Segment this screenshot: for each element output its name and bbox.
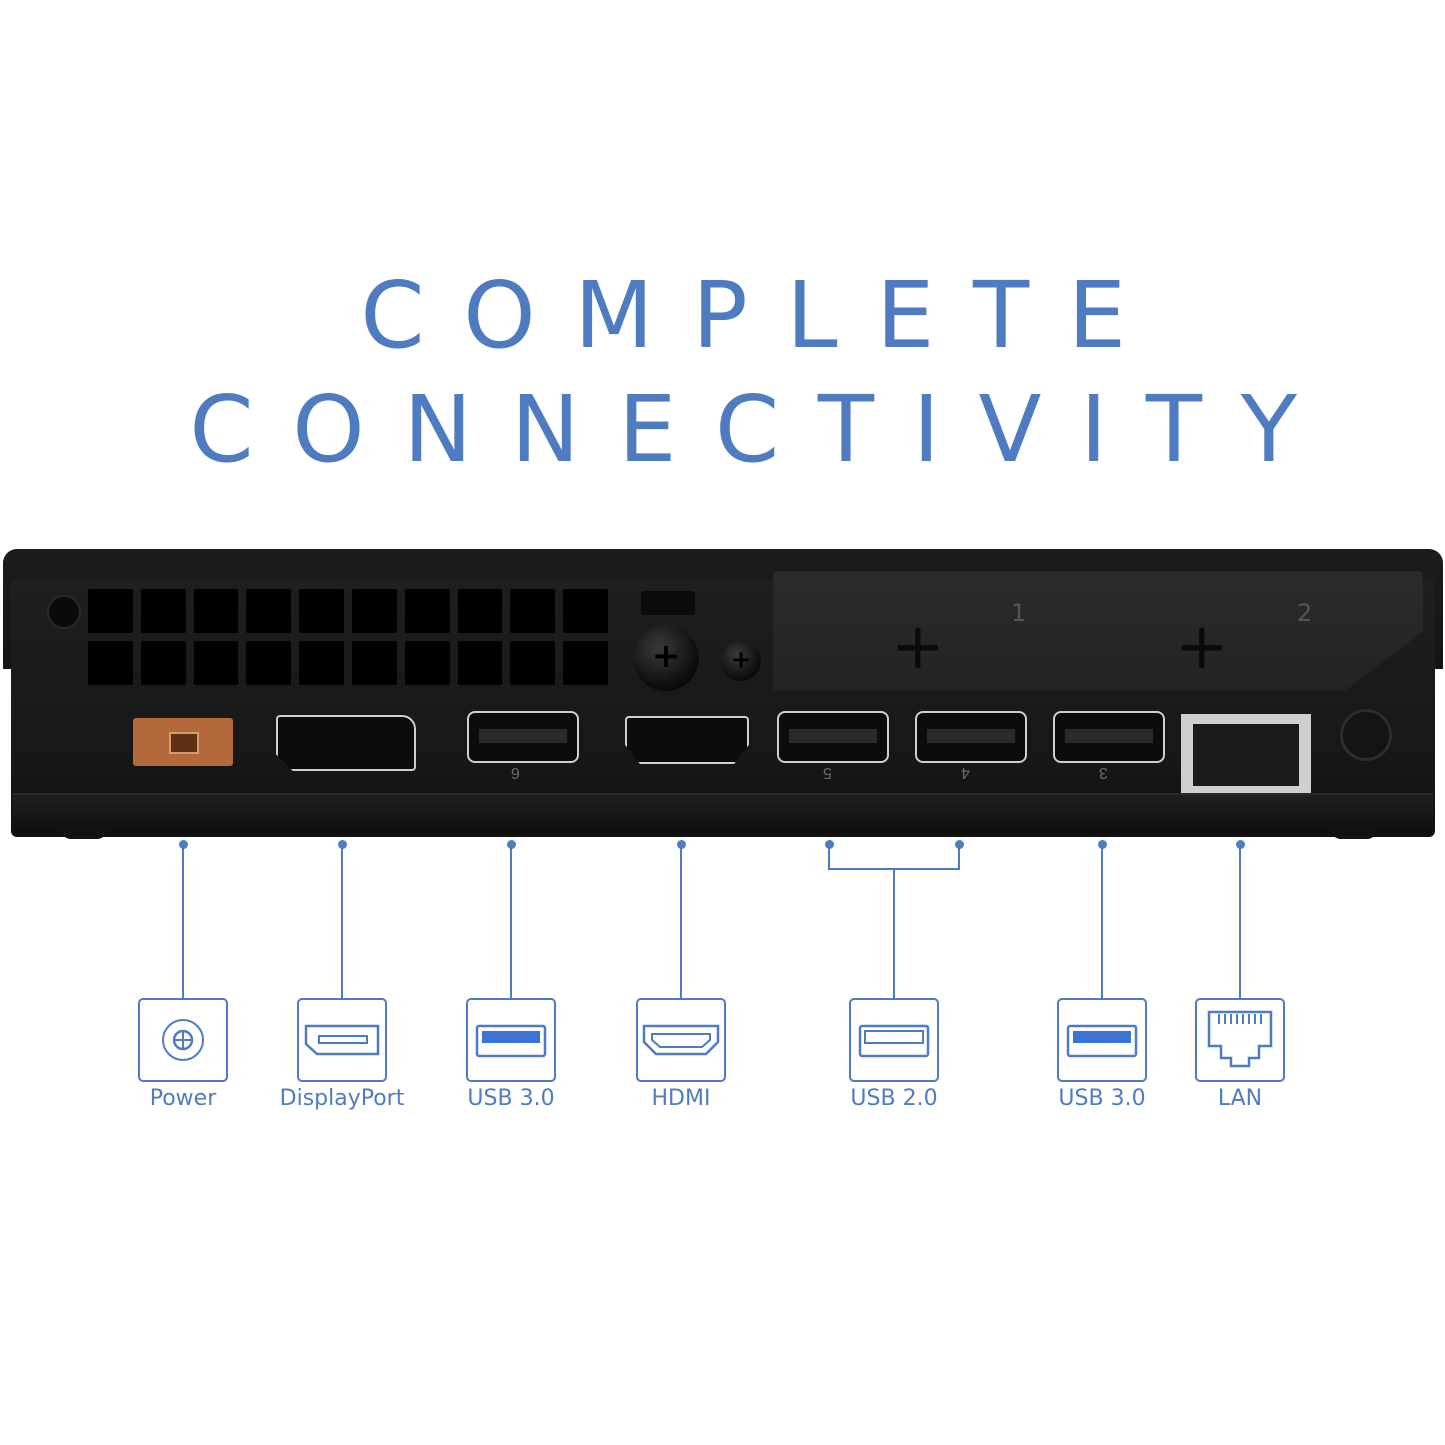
callout-dot: [1236, 840, 1245, 849]
port-label-lan: LAN: [1217, 1086, 1263, 1111]
usb2-port-5: [777, 711, 889, 763]
leader-line: [341, 845, 343, 998]
leader-line: [958, 845, 960, 869]
power-jack-icon: [162, 1019, 204, 1061]
thumb-screw-icon: [633, 625, 699, 691]
callout-dot: [179, 840, 188, 849]
callout-dot: [507, 840, 516, 849]
hdmi-icon: [642, 1024, 720, 1056]
callout-dot: [825, 840, 834, 849]
plus-icon: +: [891, 610, 945, 684]
callout-dot: [1098, 840, 1107, 849]
kensington-slot: [641, 591, 695, 615]
displayport-port: [276, 715, 416, 771]
usb3-icon: [475, 1024, 547, 1058]
leader-line: [893, 868, 895, 998]
usb3-port-6: [467, 711, 579, 763]
usb2-port-4: [915, 711, 1027, 763]
rubber-foot: [1331, 825, 1377, 839]
power-port: [133, 718, 233, 766]
leader-line: [1239, 845, 1241, 998]
leader-line: [182, 845, 184, 998]
power-callout: [138, 998, 228, 1082]
port-label-displayport: DisplayPort: [279, 1086, 405, 1111]
slot-number: 1: [1011, 599, 1027, 627]
leader-line: [680, 845, 682, 998]
port-label-usb2: USB 2.0: [850, 1086, 938, 1111]
port-label-hdmi: HDMI: [651, 1086, 711, 1111]
port-label-usb3: USB 3.0: [1058, 1086, 1146, 1111]
port-number: 6: [511, 764, 520, 781]
callout-dot: [955, 840, 964, 849]
port-number: 5: [823, 764, 832, 781]
leader-line: [510, 845, 512, 998]
mini-pc-rear-panel: + + 1 2 6 5 4 3: [3, 549, 1443, 841]
headline-line-1: COMPLETE: [360, 262, 1165, 369]
chassis-base: [13, 793, 1433, 833]
port-label-usb3: USB 3.0: [467, 1086, 555, 1111]
displayport-icon: [304, 1024, 380, 1056]
screw-icon: [721, 641, 761, 681]
leader-line: [1101, 845, 1103, 998]
plus-icon: +: [1175, 610, 1229, 684]
expansion-cover: + + 1 2: [773, 571, 1423, 691]
usb3-icon: [1066, 1024, 1138, 1058]
slot-number: 2: [1297, 599, 1313, 627]
hdmi-callout: [636, 998, 726, 1082]
rubber-foot: [61, 825, 107, 839]
leader-line: [828, 845, 830, 869]
port-label-power: Power: [149, 1086, 217, 1111]
usb2-callout: [849, 998, 939, 1082]
lan-callout: [1195, 998, 1285, 1082]
vent-grille: [88, 589, 608, 685]
lan-icon: [1207, 1010, 1273, 1068]
hdmi-port: [625, 716, 749, 764]
port-number: 4: [961, 764, 970, 781]
headline-line-2: CONNECTIVITY: [189, 376, 1336, 483]
callout-dot: [338, 840, 347, 849]
displayport-callout: [297, 998, 387, 1082]
port-number: 3: [1099, 764, 1108, 781]
usb3-callout-2: [1057, 998, 1147, 1082]
mounting-hole: [47, 595, 81, 629]
callout-dot: [677, 840, 686, 849]
usb2-icon: [858, 1024, 930, 1058]
usb3-callout-1: [466, 998, 556, 1082]
lan-port: [1181, 714, 1311, 798]
lock-slot: [1340, 709, 1392, 761]
usb3-port-3: [1053, 711, 1165, 763]
